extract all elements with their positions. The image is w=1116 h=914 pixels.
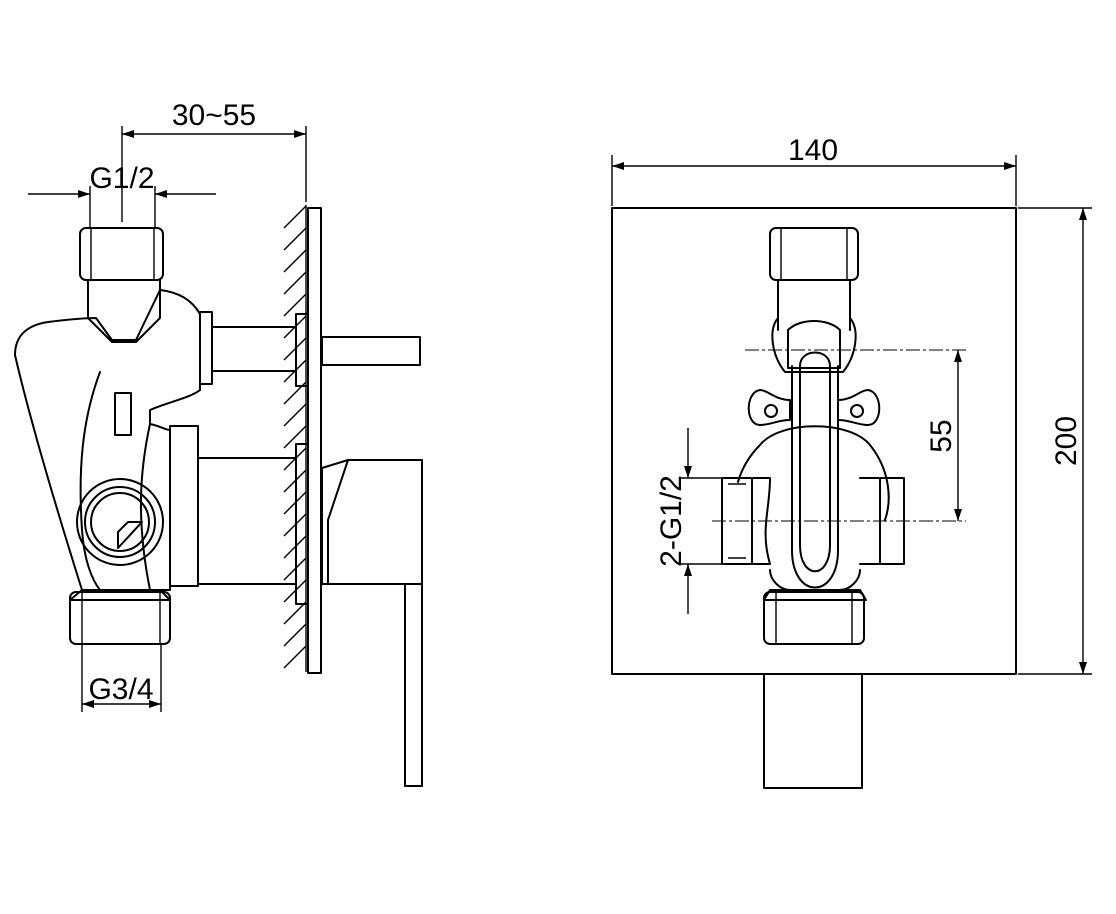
lever-handle — [321, 459, 423, 787]
cartridge-shaft — [199, 311, 421, 387]
dim-inlet-top: G1/2 — [28, 162, 216, 228]
side-view: 30~55 G1/2 G3/4 — [14, 99, 423, 787]
front-top-fitting — [769, 227, 859, 331]
dim-ports-label: 2-G1/2 — [655, 475, 688, 567]
front-lever — [763, 673, 863, 789]
dim-depth: 30~55 — [121, 99, 307, 222]
valve-body — [14, 289, 201, 591]
top-inlet-fitting — [79, 227, 164, 343]
dim-width: 140 — [611, 134, 1017, 206]
dim-spacing: 55 — [925, 350, 962, 521]
outlet-ring — [76, 478, 164, 566]
front-view: 140 200 55 2-G1/2 — [611, 134, 1092, 789]
front-body — [737, 317, 890, 591]
wall-plate — [307, 207, 322, 674]
slot — [114, 392, 132, 436]
lower-body-block — [169, 425, 309, 605]
dim-inlet-bottom: G3/4 — [81, 644, 162, 712]
dim-width-label: 140 — [788, 134, 838, 167]
dim-height-label: 200 — [1050, 416, 1083, 466]
front-bottom-fitting — [763, 589, 867, 645]
dim-ports: 2-G1/2 — [655, 428, 722, 614]
dim-spacing-label: 55 — [925, 419, 958, 452]
front-u-tube — [791, 351, 839, 589]
dim-inlet-top-label: G1/2 — [89, 162, 154, 195]
dim-depth-label: 30~55 — [172, 99, 256, 132]
dim-height: 200 — [1018, 207, 1092, 675]
dim-inlet-bottom-label: G3/4 — [88, 673, 153, 706]
bottom-inlet-fitting — [69, 589, 171, 645]
